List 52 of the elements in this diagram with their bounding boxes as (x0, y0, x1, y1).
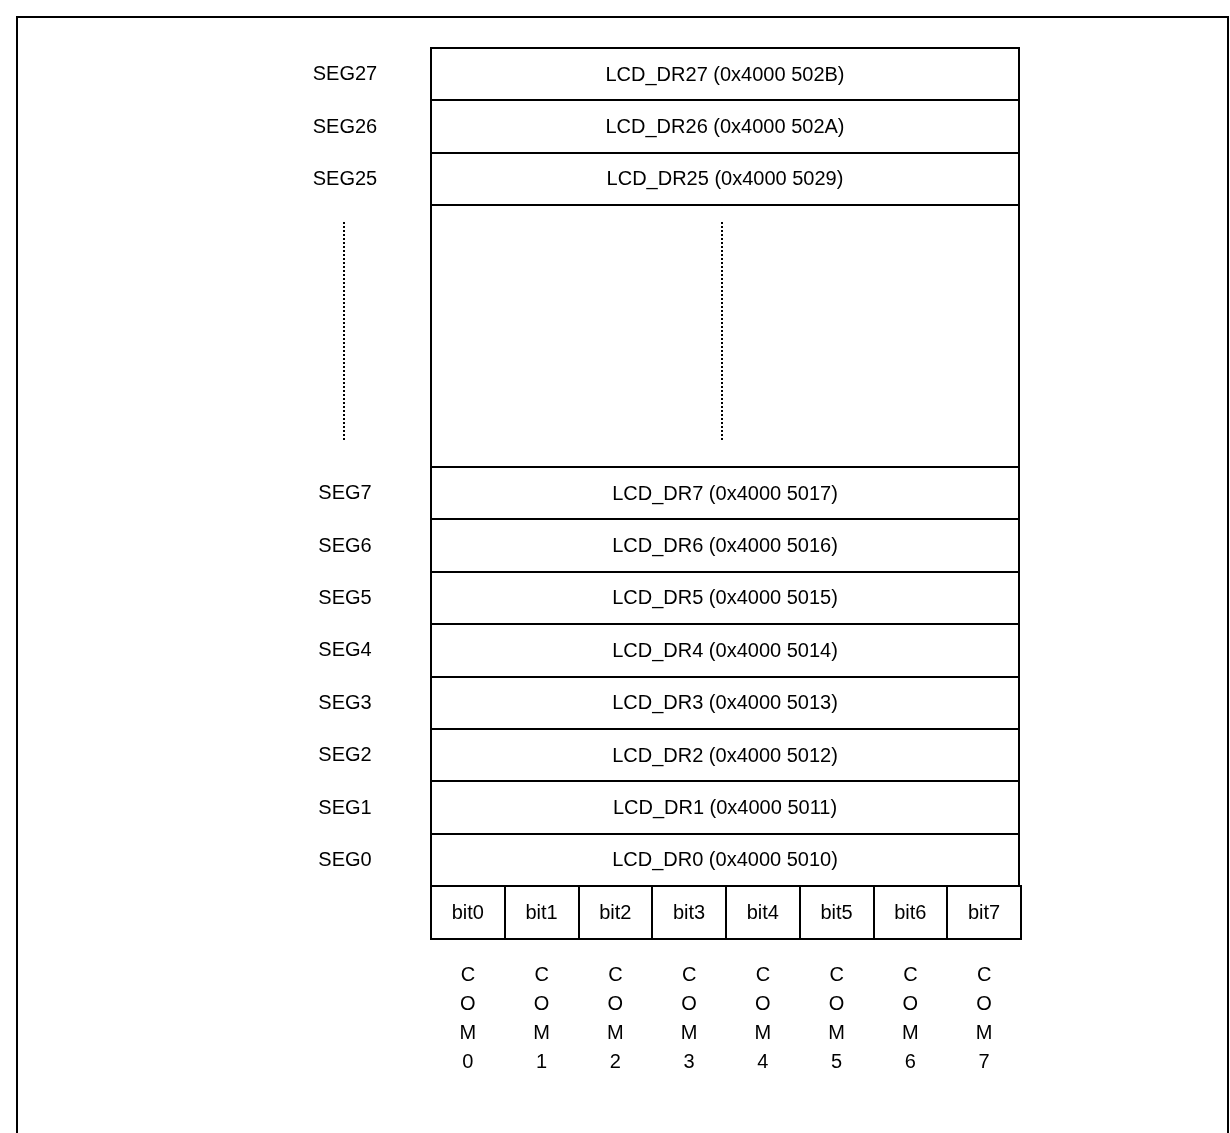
seg-label: SEG2 (317, 743, 373, 767)
register-label: LCD_DR1 (0x4000 5011) (612, 796, 838, 820)
seg-label: SEG0 (317, 848, 373, 871)
register-row (430, 623, 1020, 678)
com-label: COM2 (606, 962, 625, 1075)
com-label: COM0 (458, 962, 478, 1075)
bit-cell (946, 885, 1022, 941)
seg-label: SEG6 (317, 533, 373, 557)
seg-label: SEG25 (311, 167, 379, 190)
com-label: COM7 (974, 962, 994, 1075)
register-label: LCD_DR26 (0x4000 502A) (605, 115, 845, 139)
register-label: LCD_DR5 (0x4000 5015) (612, 586, 838, 610)
register-label: LCD_DR2 (0x4000 5012) (612, 743, 838, 767)
seg-label: SEG4 (317, 638, 373, 662)
register-row (430, 518, 1020, 573)
com-label: COM6 (901, 962, 920, 1075)
register-label: bit5 (820, 901, 853, 925)
register-label: bit1 (525, 901, 558, 925)
register-label: LCD_DR4 (0x4000 5014) (612, 638, 838, 662)
register-label: bit6 (894, 901, 927, 925)
register-label: LCD_DR0 (0x4000 5010) (612, 848, 838, 872)
seg-label: SEG7 (317, 481, 373, 505)
seg-label: SEG3 (317, 690, 373, 714)
register-row (430, 832, 1020, 888)
register-label: LCD_DR6 (0x4000 5016) (612, 534, 838, 558)
register-row (430, 466, 1020, 521)
com-label: COM1 (532, 962, 551, 1075)
register-label: bit7 (968, 901, 1001, 925)
register-row (430, 47, 1020, 102)
seg-label: SEG1 (317, 795, 373, 819)
seg-label: SEG5 (317, 586, 373, 609)
com-label: COM4 (753, 962, 773, 1075)
register-label: LCD_DR3 (0x4000 5013) (612, 691, 838, 715)
register-row (430, 151, 1020, 207)
register-label: bit0 (451, 901, 484, 925)
seg-label: SEG26 (311, 114, 379, 138)
register-label: LCD_DR27 (0x4000 502B) (605, 62, 845, 86)
register-row (430, 675, 1020, 730)
register-label: LCD_DR7 (0x4000 5017) (612, 481, 838, 505)
register-label: bit3 (673, 901, 706, 925)
register-row (430, 728, 1020, 783)
register-label: bit4 (746, 901, 779, 925)
register-row (430, 570, 1020, 626)
seg-label: SEG27 (311, 62, 379, 86)
register-gap-box (430, 204, 1020, 468)
register-row (430, 780, 1020, 835)
register-label: bit2 (599, 901, 632, 925)
register-row (430, 99, 1020, 154)
com-label: COM5 (827, 962, 846, 1075)
bit-cell (430, 885, 506, 941)
com-label: COM3 (679, 962, 699, 1075)
register-label: LCD_DR25 (0x4000 5029) (606, 167, 844, 191)
